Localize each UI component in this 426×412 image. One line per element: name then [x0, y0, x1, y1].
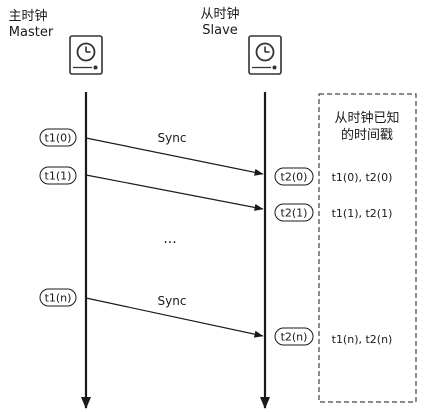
- t1-n-label: t1(n): [45, 292, 72, 305]
- master-title: 主时钟: [8, 8, 47, 24]
- sync-arrow-n: [85, 297, 264, 338]
- t1-1-label: t1(1): [45, 170, 72, 183]
- t2-n-label: t2(n): [281, 331, 308, 344]
- slave-timestamp-t2-0: t2(0): [274, 167, 314, 186]
- sync-label-1: Sync: [158, 131, 187, 145]
- slave-title: 从时钟: [200, 6, 239, 22]
- slave-timestamp-t2-n: t2(n): [274, 327, 314, 346]
- t2-1-label: t2(1): [281, 207, 308, 220]
- known-row-n: t1(n), t2(n): [332, 333, 393, 346]
- sync-arrow-0: [85, 137, 264, 176]
- master-timestamp-t1-n: t1(n): [39, 288, 77, 307]
- t1-0-label: t1(0): [45, 132, 72, 145]
- master-timestamp-t1-1: t1(1): [39, 166, 77, 185]
- known-box-title-line1: 从时钟已知: [334, 110, 399, 126]
- sync-label-2: Sync: [158, 294, 187, 308]
- known-row-1: t1(1), t2(1): [332, 207, 393, 220]
- master-clock-icon: [69, 35, 103, 75]
- master-subtitle: Master: [9, 25, 54, 40]
- known-timestamps-box: [318, 93, 417, 403]
- known-row-0: t1(0), t2(0): [332, 171, 393, 184]
- ellipsis: ...: [163, 231, 176, 247]
- slave-subtitle: Slave: [202, 23, 238, 38]
- known-box-title-line2: 的时间戳: [341, 127, 393, 143]
- master-timestamp-t1-0: t1(0): [39, 128, 77, 147]
- slave-timestamp-t2-1: t2(1): [274, 203, 314, 222]
- slave-clock-icon: [248, 35, 282, 75]
- sync-arrow-1: [85, 174, 264, 211]
- t2-0-label: t2(0): [281, 171, 308, 184]
